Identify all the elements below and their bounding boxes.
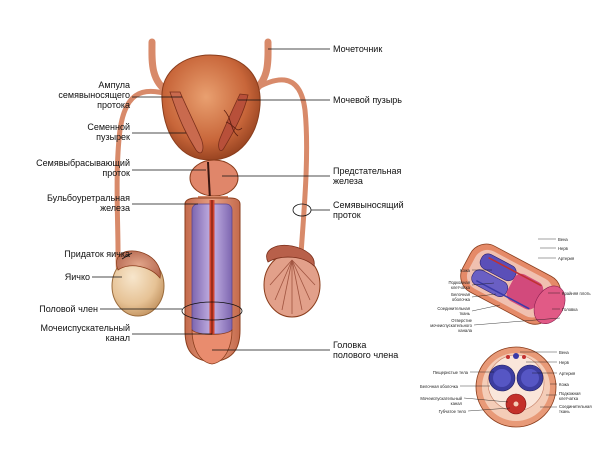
inset2-label-cavernous: Пещеристые тела — [432, 370, 468, 375]
inset1-label-nerve: Нерв — [558, 246, 568, 251]
label-testis: Яичко — [64, 272, 90, 282]
left-seminal-vesicle — [169, 91, 204, 154]
inset1-label-foreskin: Крайняя плоть — [562, 291, 591, 296]
right-testis-lobules — [269, 259, 316, 314]
main-anatomy — [111, 38, 321, 365]
inset2-label-artery: Артерия — [559, 371, 576, 376]
right-seminal-vesicle — [218, 93, 249, 152]
inset2-label-nerve: Нерв — [559, 360, 569, 365]
inset2-label-vein: Вена — [559, 350, 569, 355]
inset1-label-artery: Артерия — [558, 256, 575, 261]
label-bladder: Мочевой пузырь — [333, 95, 402, 105]
penis-marker — [181, 301, 243, 321]
inset1-label-glans: Головка — [562, 307, 578, 312]
label-penis: Половой член — [39, 304, 98, 314]
left-epididymis — [116, 250, 161, 279]
inset-cross-section — [460, 346, 557, 428]
label-ureter: Мочеточник — [333, 44, 383, 54]
inset1-label-vein: Вена — [558, 237, 568, 242]
inset1-label-skin: Кожа — [460, 268, 470, 273]
leader-lines — [92, 48, 330, 351]
inset2-label-skin: Кожа — [559, 382, 569, 387]
inset-longitudinal — [460, 238, 566, 326]
inset2-label-albuginea: Белочная оболочка — [419, 384, 458, 389]
prostate-gland — [189, 159, 239, 197]
inset1-glans — [533, 285, 566, 324]
inset2-label-spongy: Губчатое тело — [438, 409, 466, 414]
label-epididymis: Придаток яичка — [64, 249, 130, 259]
glans-shape — [191, 329, 233, 365]
